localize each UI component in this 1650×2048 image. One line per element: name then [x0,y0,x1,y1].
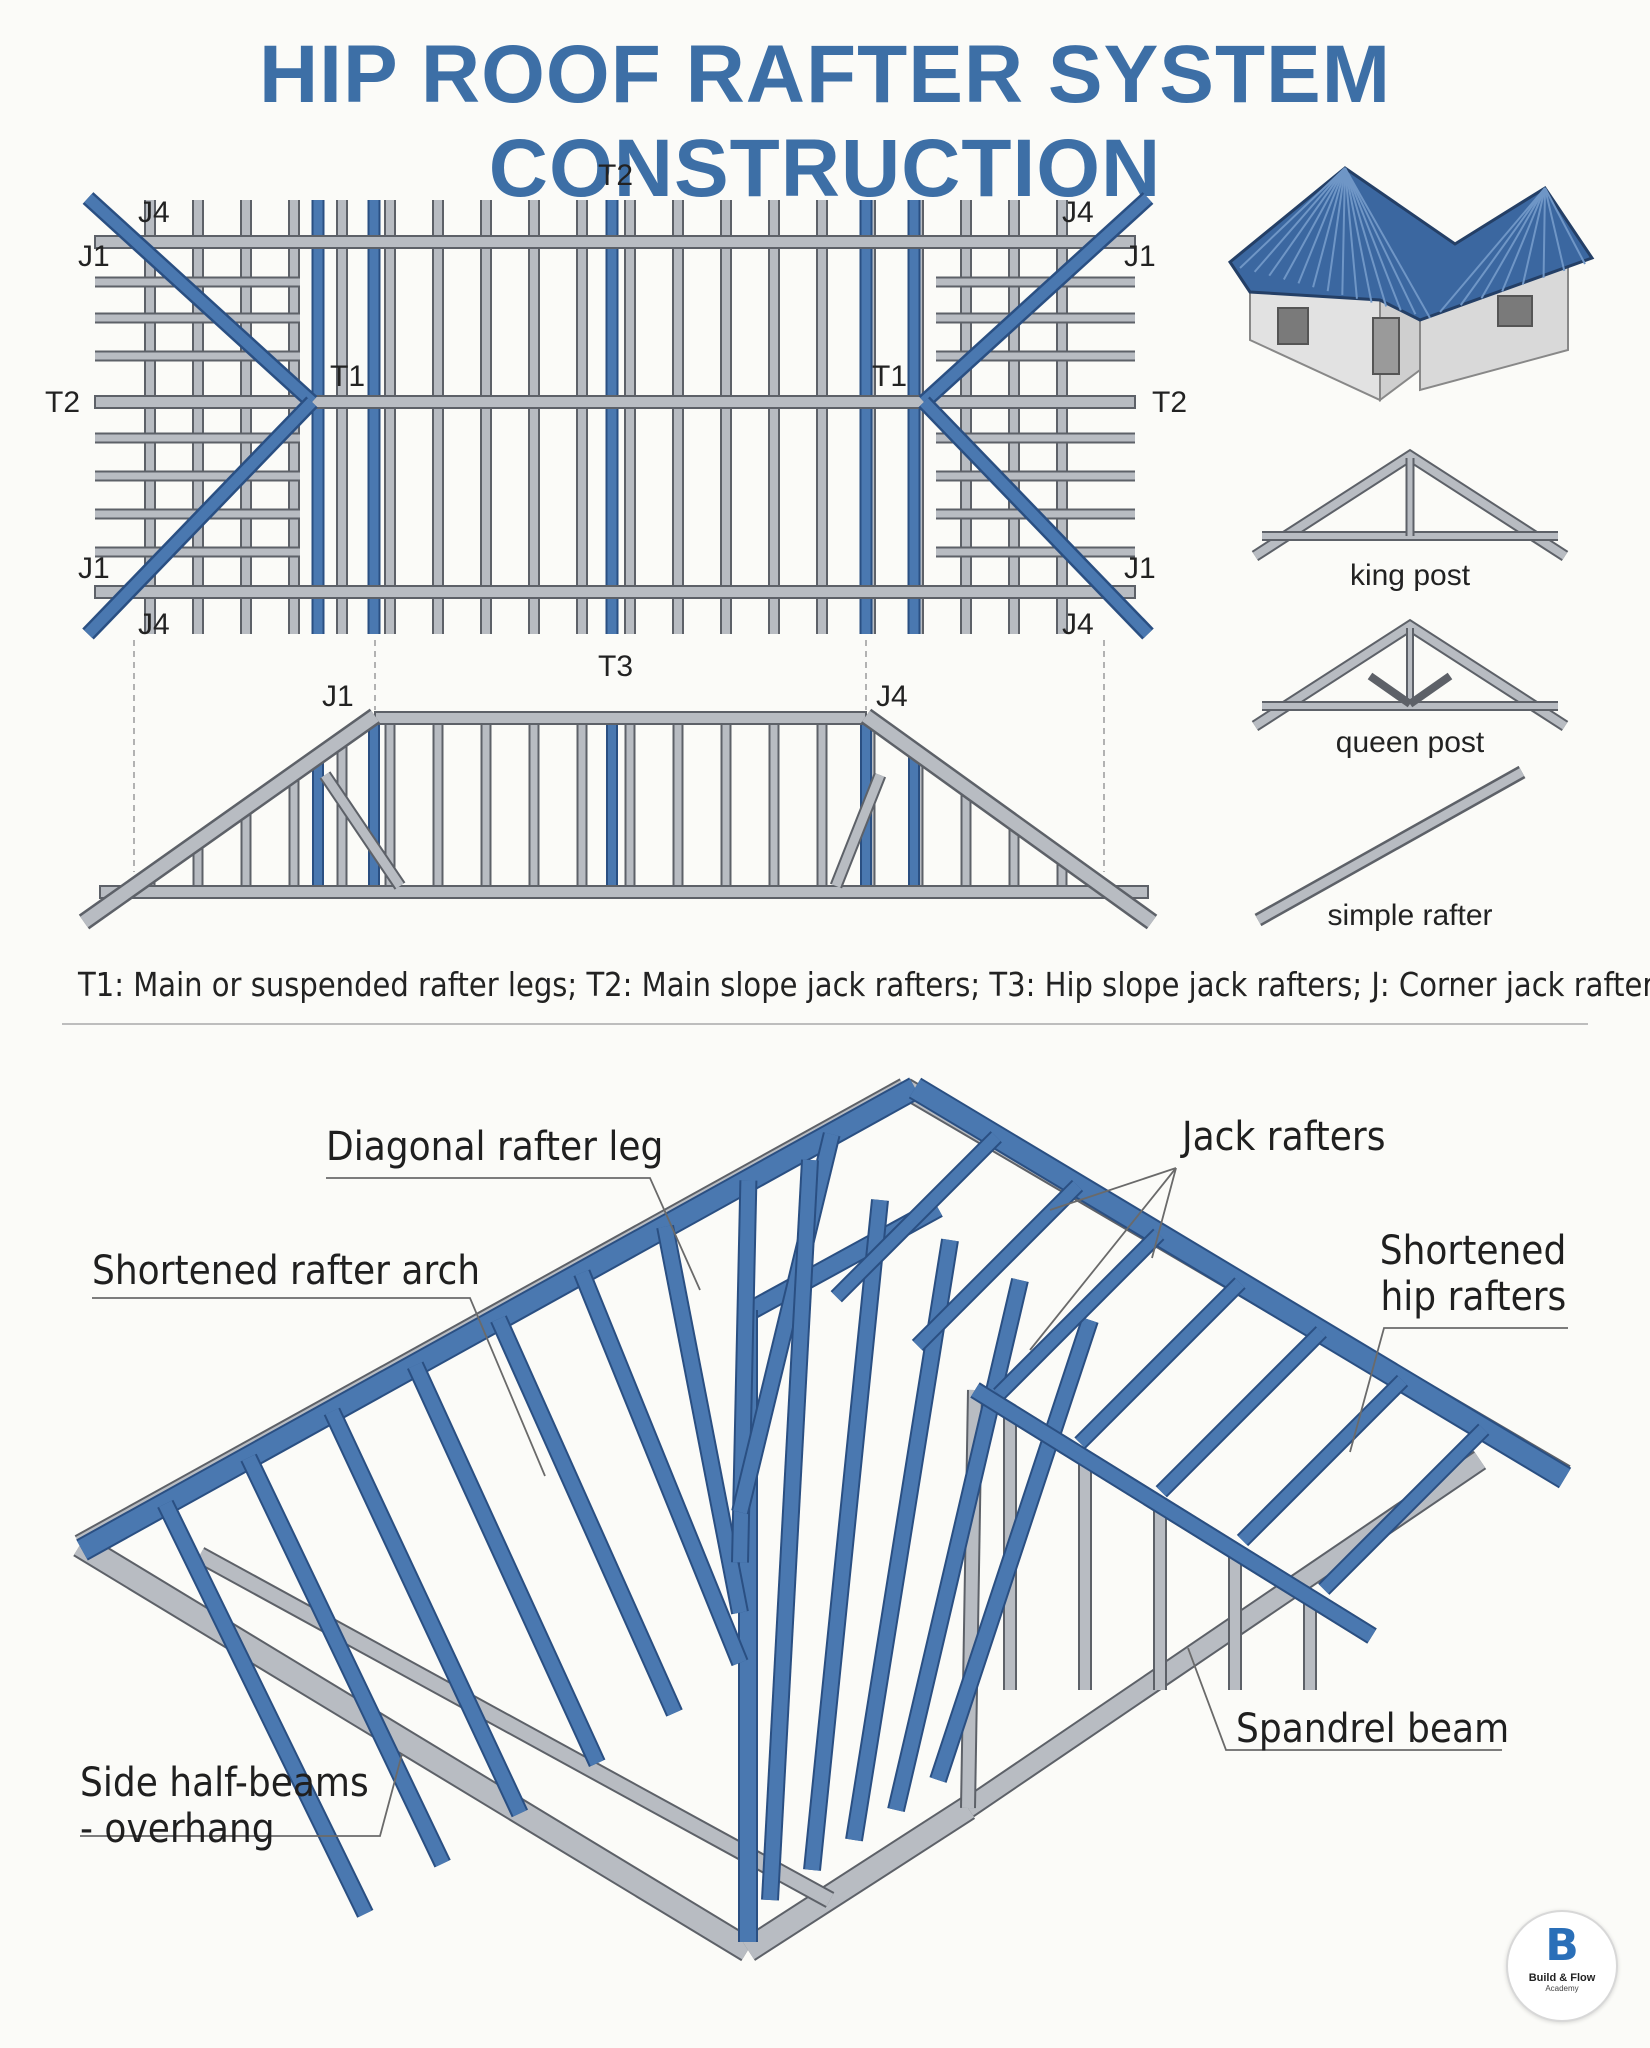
simple-rafter: simple rafter [1254,765,1526,932]
roof-seam-6 [1326,167,1346,292]
roof-seam-9 [1344,167,1373,303]
house-illustration [1227,166,1595,402]
roof-seam-13 [1344,167,1431,319]
legend-text: T1: Main or suspended rafter legs; T2: M… [78,965,1650,1004]
queen-post-truss: queen post [1251,618,1569,759]
label-j1-tr: J1 [1124,240,1156,273]
label-j4-tr: J4 [1062,196,1094,229]
plan-hip-rafters [82,192,1154,640]
callout-diagonal-rafter-leg: Diagonal rafter leg [326,1124,664,1170]
roof-seam-11 [1344,167,1402,311]
callout-shortened-hip-rafters: Shortened hip rafters [1379,1228,1566,1320]
roof-seam-4 [1297,167,1346,284]
plan-ridge-beam [94,395,1136,409]
elevation-top-chord [374,711,867,725]
elevation-view: J1 J4 [78,680,1158,930]
label-t2-right: T2 [1152,386,1187,419]
roof-seam-5 [1312,167,1346,288]
roof-seam-r-5 [1542,187,1546,278]
roof-seam-r-6 [1544,187,1566,272]
callout-side-half-beams-line1: Side half-beams [80,1760,369,1806]
label-t1-right: T1 [872,360,907,393]
label-j1-bl: J1 [78,552,110,585]
callout-shortened-rafter-arch: Shortened rafter arch [92,1248,481,1294]
house-window-right [1497,295,1533,327]
elevation-tie-beam [99,885,1149,899]
perspective-view [73,1077,1572,1962]
label-j1-br: J1 [1124,552,1156,585]
label-j1-tl: J1 [78,240,110,273]
roof-seam-r-3 [1501,187,1546,292]
label-j4-tl: J4 [138,196,170,229]
page-title: HIP ROOF RAFTER SYSTEM CONSTRUCTION [258,29,1392,214]
house-door [1372,317,1400,375]
label-elev-j1: J1 [322,680,354,713]
plan-horizontal-beams [94,235,1136,599]
callout-side-half-beams-line2: - overhang [80,1806,275,1852]
rafters-3d [76,1077,1572,1942]
roof-seam-1 [1253,167,1346,273]
roof-seam-r-2 [1480,187,1546,299]
roof-seam-8 [1344,167,1358,299]
label-j4-bl: J4 [138,608,170,641]
roof-seam-12 [1344,167,1417,315]
house-roof [1227,166,1595,322]
callout-leaders [80,1167,1568,1837]
roof-seam-0 [1239,167,1346,269]
label-t3-bottom: T3 [598,650,633,683]
plan-top-plate [94,235,1136,249]
label-king-post: king post [1350,559,1471,592]
house-window-left [1277,307,1309,345]
roof-seam-10 [1344,167,1388,307]
roof-seam-r-7 [1544,187,1586,265]
plan-labels: T2 T2 T2 T1 T1 J4 J4 J4 J4 J1 J1 J1 J1 T… [45,159,1187,683]
callout-shortened-hip-rafters-line1: Shortened [1379,1228,1566,1274]
roof-seam-3 [1282,167,1346,281]
elevation-studs [144,716,1068,892]
roof-seam-r-4 [1521,187,1546,285]
plan-view: T2 T2 T2 T1 T1 J4 J4 J4 J4 J1 J1 J1 J1 T… [45,159,1187,872]
callout-spandrel-beam: Spandrel beam [1236,1706,1510,1752]
plan-bottom-plate [94,585,1136,599]
logo-mark: B [1545,1920,1579,1971]
label-j4-br: J4 [1062,608,1094,641]
roof-seam-r-1 [1459,187,1546,306]
callout-side-half-beams: Side half-beams - overhang [80,1760,369,1852]
academy-logo: B Build & Flow Academy [1506,1910,1618,2022]
king-post-truss: king post [1251,448,1569,592]
label-t2-left: T2 [45,386,80,419]
logo-sub: Academy [1545,1984,1579,1993]
roof-seam-r-0 [1439,187,1546,313]
label-queen-post: queen post [1336,726,1485,759]
callout-shortened-hip-rafters-line2: hip rafters [1380,1274,1566,1320]
roof-seam-7 [1341,167,1346,295]
logo-name: Build & Flow [1528,1972,1596,1984]
label-elev-j4: J4 [876,680,908,713]
roof-seam-2 [1268,167,1346,277]
label-t2-top: T2 [598,159,633,192]
label-t1-left: T1 [330,360,365,393]
label-simple-rafter: simple rafter [1327,899,1492,932]
projection-dashes [133,640,1105,872]
section-divider [62,1023,1588,1025]
callout-jack-rafters: Jack rafters [1182,1114,1386,1160]
